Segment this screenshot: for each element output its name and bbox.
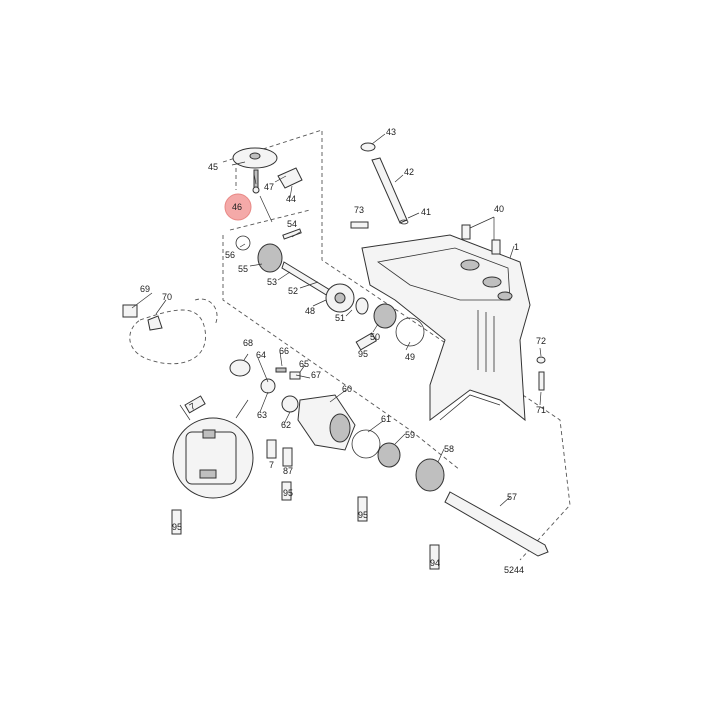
callout-50: 50 [370, 332, 380, 342]
bearing-carrier-60 [260, 367, 401, 468]
lube-tube-label: 95 [358, 510, 368, 520]
assembly-boundary [222, 129, 571, 561]
leader-lines [131, 133, 542, 507]
callout-65: 65 [299, 359, 309, 369]
callout-41: 41 [421, 207, 431, 217]
callout-1: 1 [514, 242, 519, 252]
lube-tube-label: 87 [283, 466, 293, 476]
figure-number: 5244 [504, 565, 524, 575]
callout-62: 62 [281, 420, 291, 430]
callout-55: 55 [238, 264, 248, 274]
callout-63: 63 [257, 410, 267, 420]
callout-57: 57 [507, 492, 517, 502]
lube-tube-label: 7 [269, 460, 274, 470]
lube-tube-label: 94 [430, 558, 440, 568]
callout-labels: 1 40 41 42 43 44 45 46 47 48 49 50 51 52… [140, 127, 546, 575]
lube-tube-label: 95 [283, 488, 293, 498]
callout-40: 40 [494, 204, 504, 214]
callout-45: 45 [208, 162, 218, 172]
callout-59: 59 [405, 430, 415, 440]
callout-46: 46 [232, 202, 242, 212]
callout-71: 71 [536, 405, 546, 415]
callout-48: 48 [305, 306, 315, 316]
callout-56: 56 [225, 250, 235, 260]
gearcase-housing [361, 234, 531, 422]
callout-43: 43 [386, 127, 396, 137]
callout-42: 42 [404, 167, 414, 177]
callout-64: 64 [256, 350, 266, 360]
callout-58: 58 [444, 444, 454, 454]
callout-52: 52 [288, 286, 298, 296]
pinion-assembly [235, 228, 425, 347]
callout-73: 73 [354, 205, 364, 215]
trim-anode-45 [232, 147, 303, 194]
callout-66: 66 [279, 346, 289, 356]
lube-tube-label: 95 [172, 522, 182, 532]
callout-51: 51 [335, 313, 345, 323]
propshaft-57 [415, 458, 549, 557]
callout-53: 53 [267, 277, 277, 287]
callout-67: 67 [311, 370, 321, 380]
callout-49: 49 [405, 352, 415, 362]
callout-70: 70 [162, 292, 172, 302]
callout-68: 68 [243, 338, 253, 348]
highlight-circle-46 [224, 193, 252, 221]
bolt-71 [536, 356, 546, 391]
propeller-outline [122, 298, 251, 377]
lube-tube-label: 7 [188, 401, 197, 412]
callout-69: 69 [140, 284, 150, 294]
drive-shaft-42 [360, 142, 501, 255]
callout-61: 61 [381, 414, 391, 424]
detail-magnifier [172, 399, 254, 499]
callout-60: 60 [342, 384, 352, 394]
lube-tubes: 7 7 87 95 95 95 94 95 [171, 332, 440, 570]
callout-72: 72 [536, 336, 546, 346]
callout-54: 54 [287, 219, 297, 229]
lube-tube-label: 95 [358, 349, 368, 359]
callout-47: 47 [264, 182, 274, 192]
callout-44: 44 [286, 194, 296, 204]
part-73-box [350, 221, 369, 229]
